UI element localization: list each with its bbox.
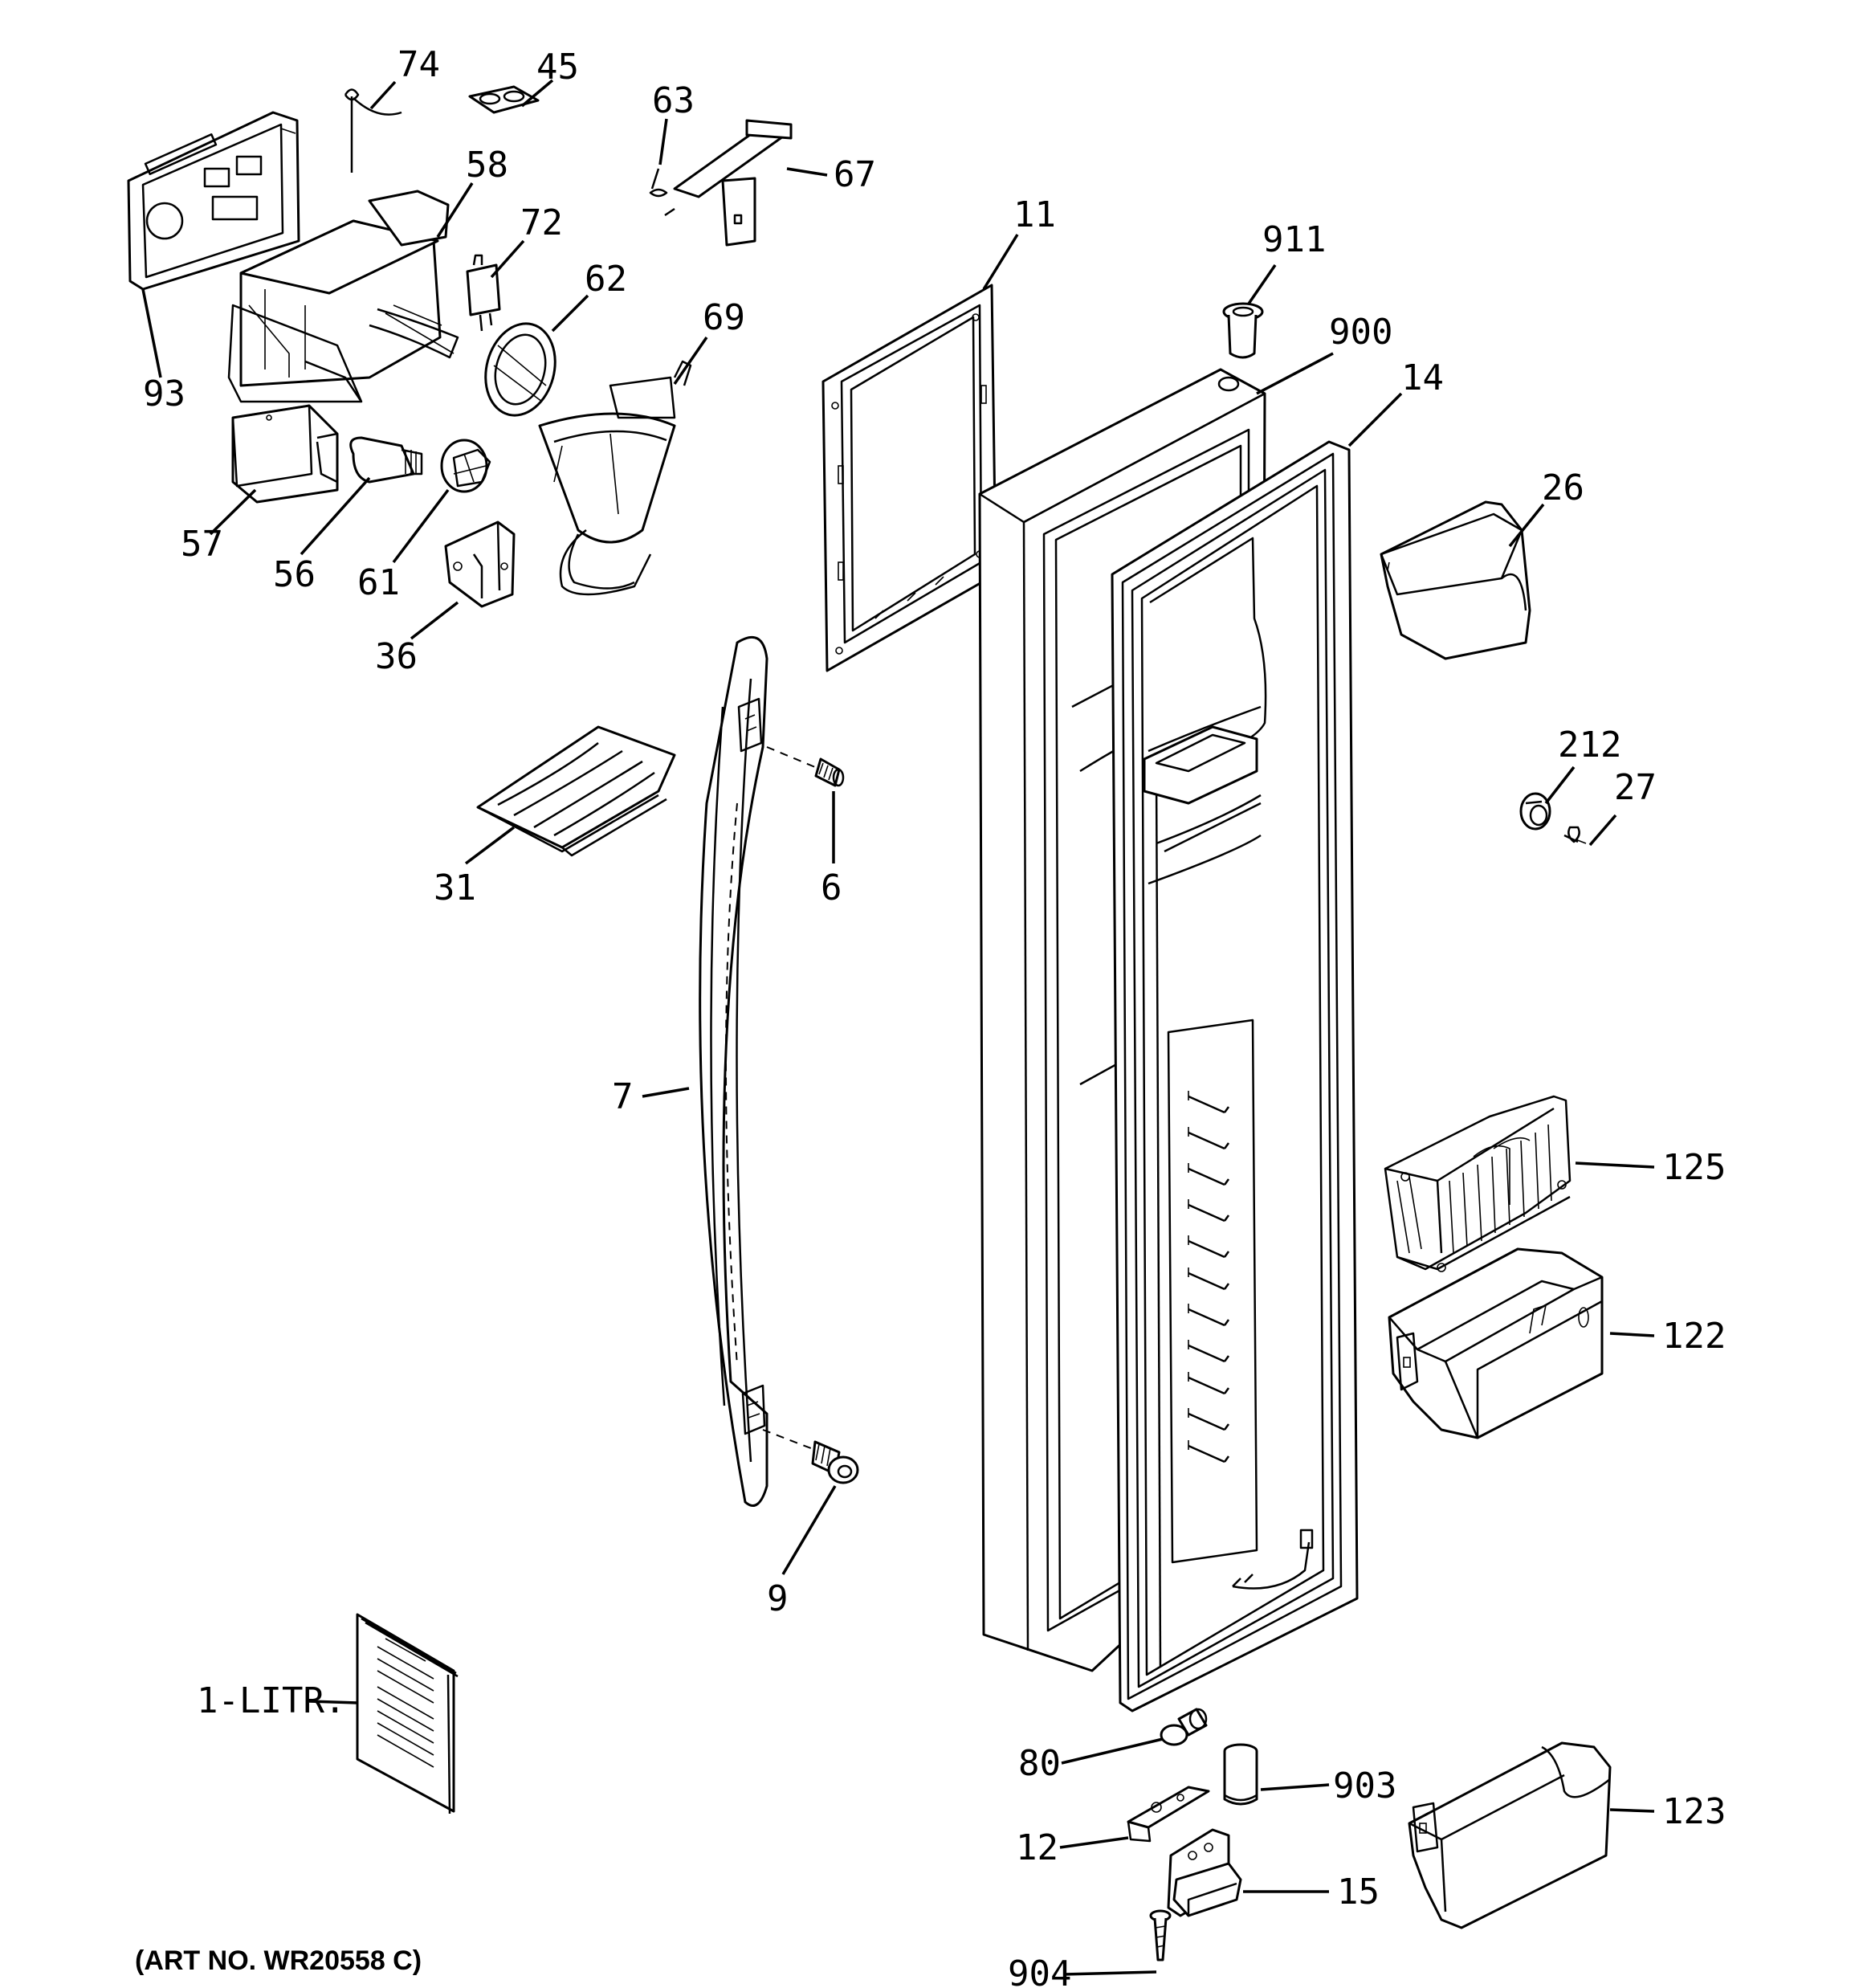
part-58-dispenser-housing [227, 190, 459, 403]
part-27-screw [1563, 826, 1587, 844]
part-69-ice-chute [538, 360, 692, 596]
callout-903: 903 [1333, 1766, 1396, 1806]
part-93-control-board [127, 111, 300, 291]
callout-57: 57 [181, 524, 223, 565]
callout-63: 63 [652, 80, 695, 121]
part-67-lever [673, 119, 793, 247]
part-63-spring [649, 168, 675, 217]
part-74-spring [344, 88, 402, 173]
part-6-set-screw [766, 746, 845, 787]
part-15-lower-hinge [1167, 1828, 1242, 1917]
callout-61: 61 [357, 562, 400, 603]
part-61-impeller [440, 439, 491, 493]
callout-911: 911 [1262, 219, 1326, 260]
art-number: (ART NO. WR20558 C) [135, 1945, 422, 1976]
callout-45: 45 [536, 47, 579, 88]
part-122-door-bin [1388, 1247, 1604, 1439]
callout-80: 80 [1018, 1743, 1061, 1784]
callout-12: 12 [1016, 1827, 1058, 1868]
part-72-switch [466, 254, 501, 332]
part-123-door-bin [1408, 1741, 1612, 1929]
part-904-screw [1149, 1909, 1172, 1961]
callout-69: 69 [703, 297, 745, 338]
callout-27: 27 [1614, 767, 1657, 808]
part-56-motor [349, 436, 423, 484]
callout-904: 904 [1008, 1953, 1071, 1988]
door-shelf-clips [1188, 1091, 1314, 1590]
callout-36: 36 [375, 636, 418, 677]
callout-123: 123 [1662, 1791, 1726, 1832]
callout-31: 31 [434, 867, 476, 908]
callout-14: 14 [1401, 357, 1444, 398]
callout-125: 125 [1662, 1147, 1726, 1188]
callout-72: 72 [520, 202, 563, 243]
callout-7: 7 [612, 1076, 634, 1117]
part-45-bracket [468, 85, 540, 114]
part-14-gasket [1111, 440, 1359, 1712]
callout-labels: 74 45 63 67 58 72 11 911 62 69 900 14 93… [135, 44, 1726, 1988]
callout-93: 93 [143, 374, 185, 414]
callout-11: 11 [1013, 194, 1056, 235]
part-911-bushing [1222, 302, 1264, 359]
callout-74: 74 [397, 44, 440, 85]
part-36-bracket [444, 520, 516, 608]
part-12-hinge-plate [1127, 1786, 1210, 1843]
part-212-cap [1519, 792, 1551, 831]
part-57-motor-cover [231, 404, 339, 504]
callout-122: 122 [1662, 1316, 1726, 1357]
callout-26: 26 [1542, 467, 1584, 508]
part-31-drip-tray [476, 725, 676, 857]
part-26-bin [1380, 500, 1531, 660]
part-1-litr-literature [356, 1613, 459, 1815]
callout-58: 58 [466, 145, 508, 186]
callout-6: 6 [821, 867, 842, 908]
callout-15: 15 [1337, 1872, 1380, 1912]
part-125-wire-shelf [1384, 1095, 1572, 1272]
part-62-ring [484, 322, 556, 417]
leader-lines [141, 79, 1655, 1976]
callout-900: 900 [1329, 312, 1392, 353]
callout-62: 62 [585, 259, 627, 300]
callout-212: 212 [1558, 725, 1621, 765]
part-11-dispenser-frame [821, 284, 997, 672]
callout-9: 9 [767, 1578, 789, 1619]
part-80-bushing [1160, 1708, 1208, 1746]
callout-67: 67 [834, 154, 876, 195]
callout-56: 56 [273, 554, 316, 595]
callout-1-litr: 1-LITR. [197, 1680, 345, 1721]
part-7-door-handle [699, 635, 768, 1507]
part-903-hinge-pin [1223, 1743, 1258, 1806]
part-9-mounting-screw [762, 1429, 859, 1484]
